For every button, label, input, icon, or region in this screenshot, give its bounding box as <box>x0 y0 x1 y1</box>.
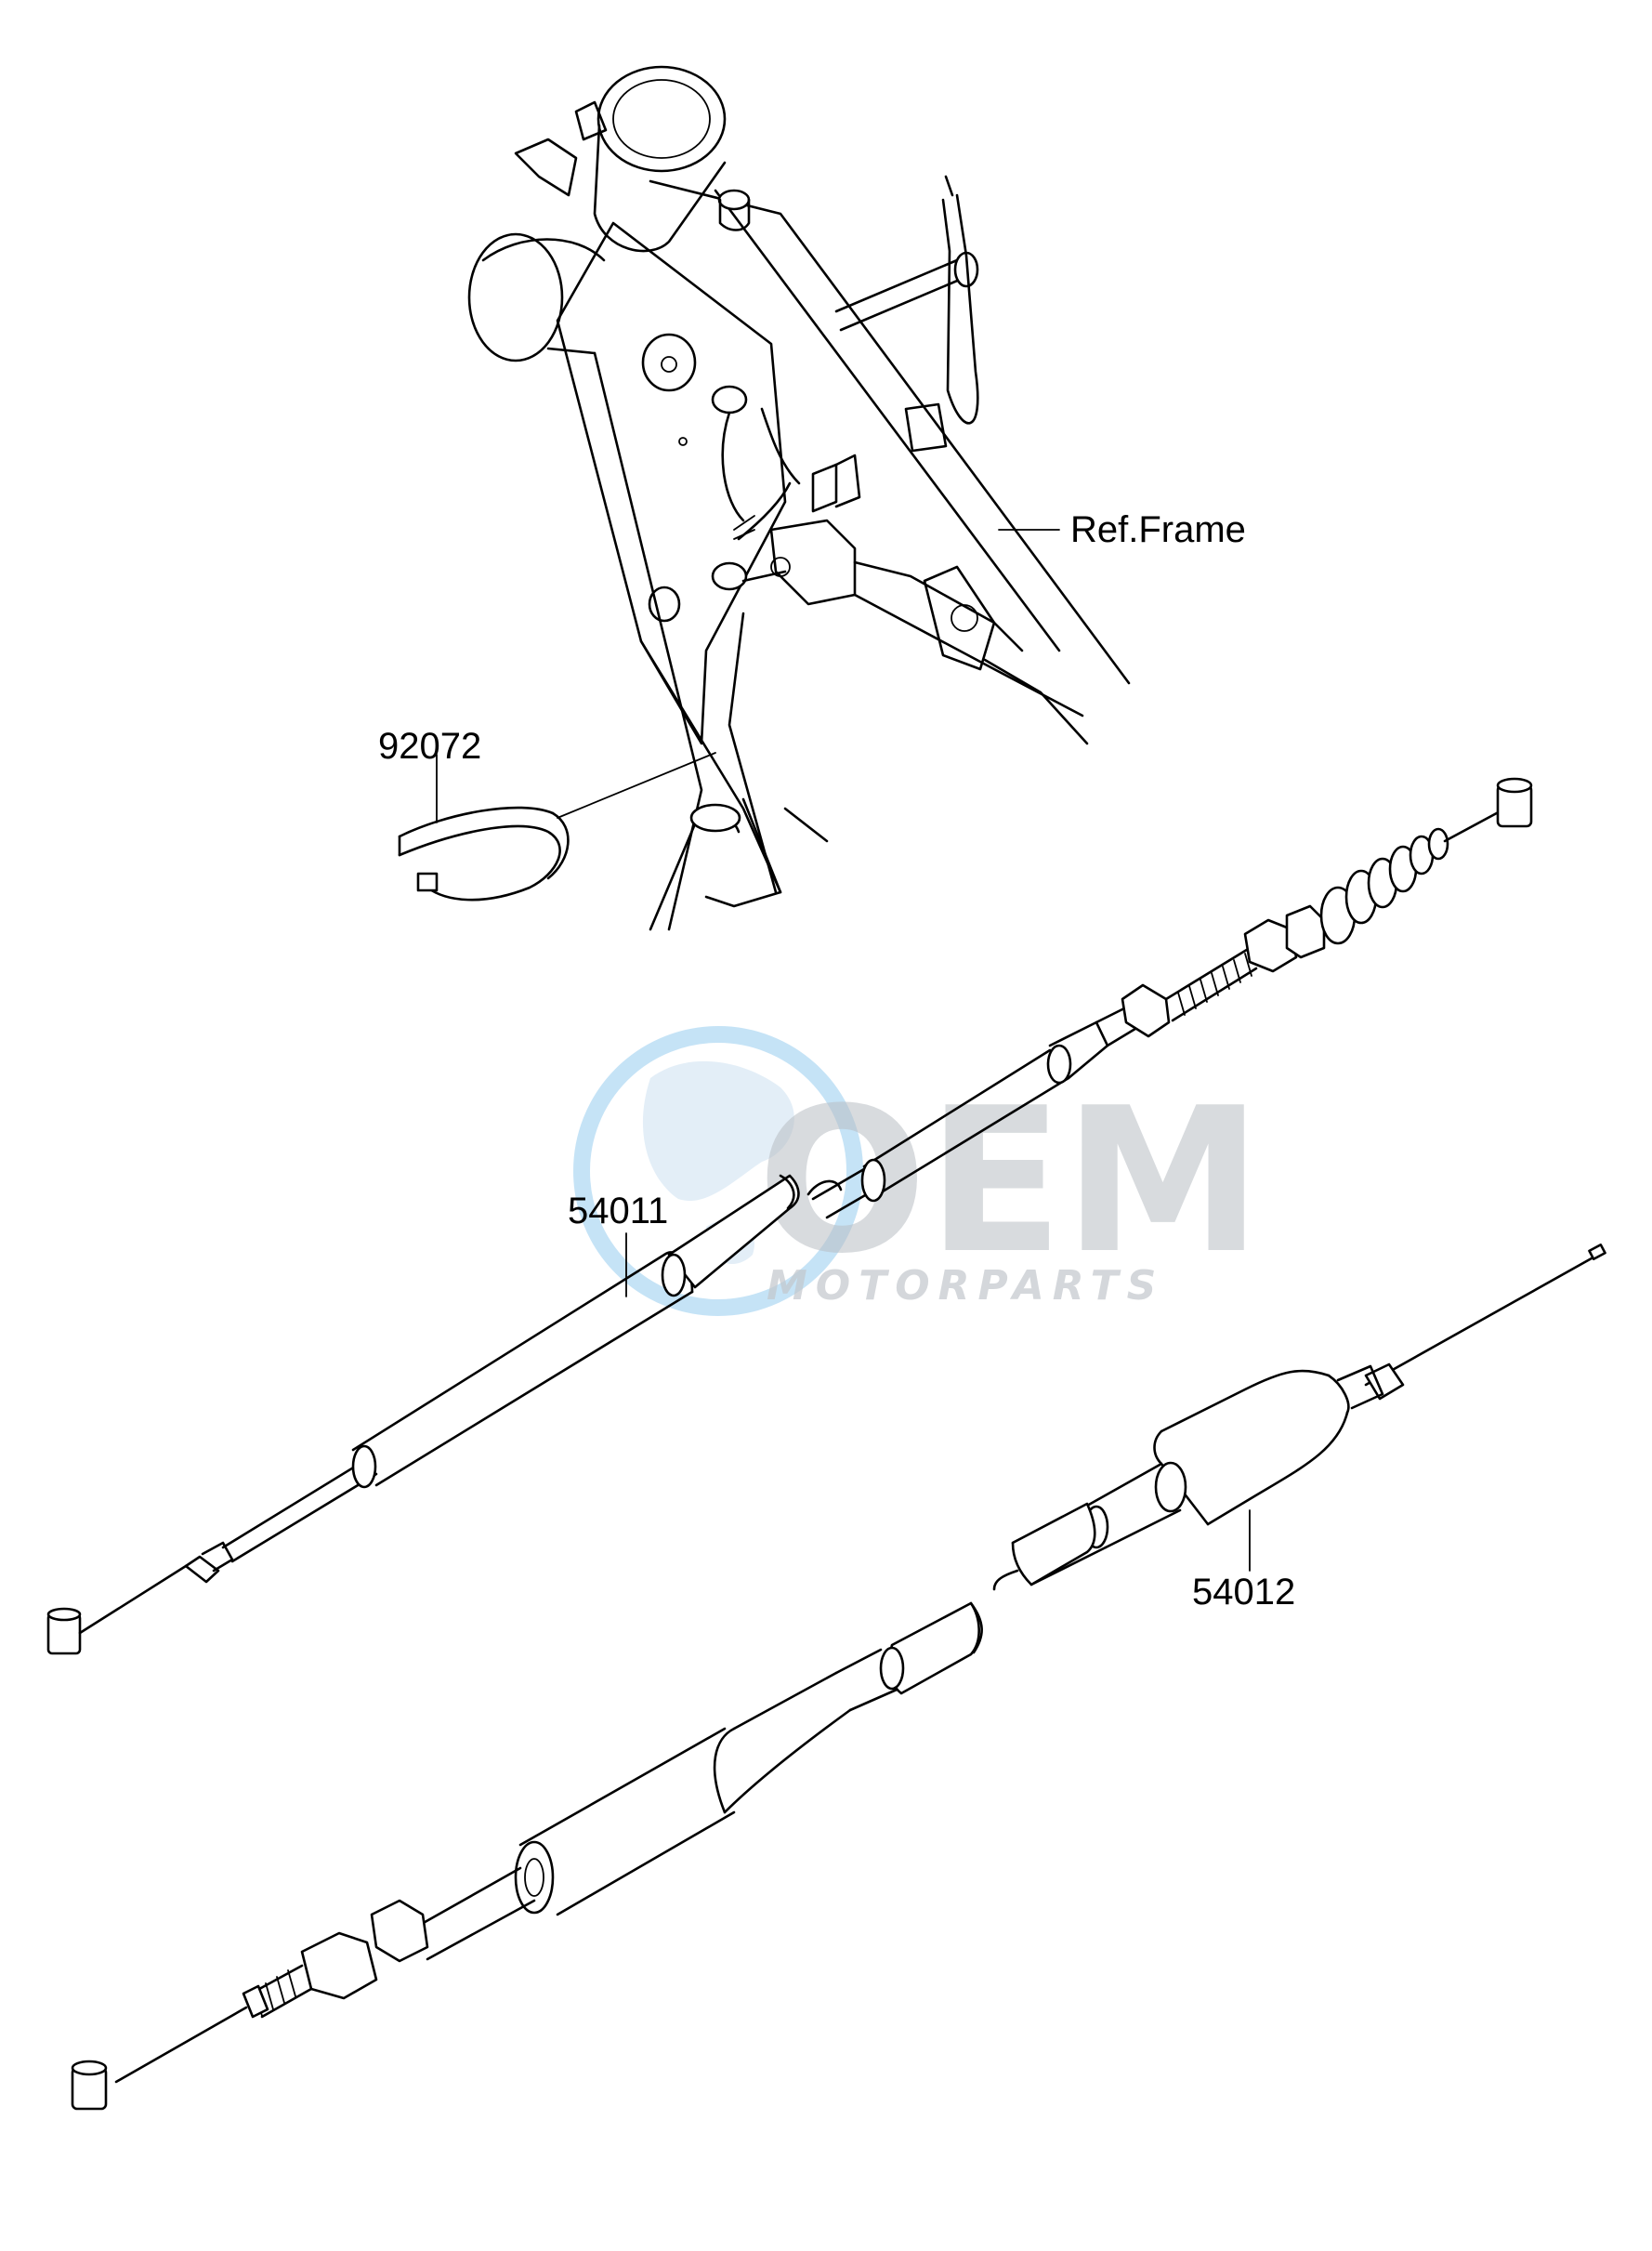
leader-lines <box>436 529 1251 1572</box>
labels: Ref.Frame 92072 54011 54012 <box>378 509 1295 1613</box>
frame-drawing <box>467 65 1131 931</box>
watermark-brand: OEM <box>757 1064 1263 1297</box>
leader-band-frame <box>557 752 716 819</box>
label-ref-frame: Ref.Frame <box>1070 509 1246 550</box>
watermark-continents-icon <box>642 1060 794 1264</box>
cable-54012 <box>71 1243 1606 2111</box>
label-54011: 54011 <box>568 1191 668 1231</box>
label-92072: 92072 <box>378 726 481 767</box>
label-54012: 54012 <box>1192 1572 1295 1613</box>
cable-54011 <box>46 777 1533 1655</box>
watermark-globe-icon <box>573 1026 863 1316</box>
watermark-subtitle: MOTORPARTS <box>767 1262 1164 1310</box>
watermark: OEM MOTORPARTS <box>573 1026 1263 1316</box>
cable-band <box>398 806 570 902</box>
